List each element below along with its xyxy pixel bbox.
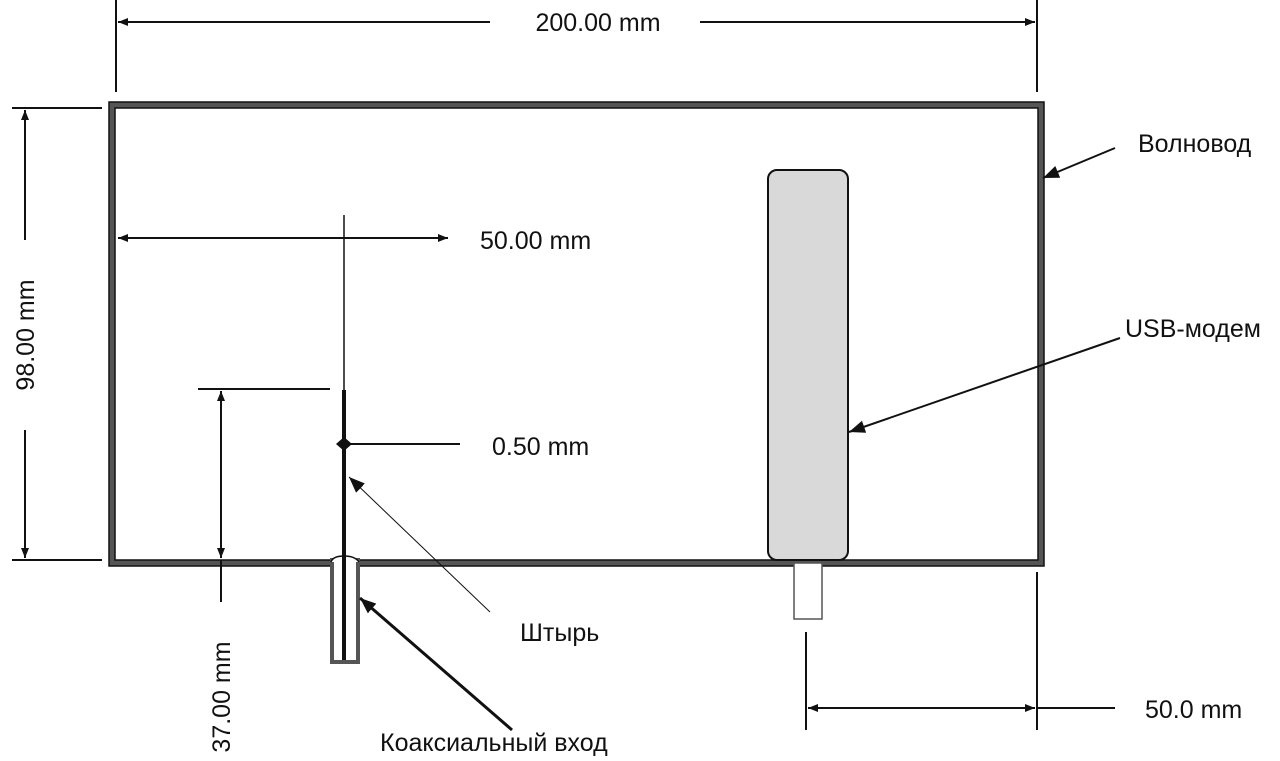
usb-modem-label: USB-модем [1125,315,1261,343]
height-dimension [12,107,102,561]
usb-modem [767,169,849,561]
width-label: 200.00 mm [535,9,660,37]
pin-diameter-label: 0.50 mm [492,433,589,461]
waveguide-wall [109,102,1044,566]
pin-offset-dimension [118,215,448,390]
pin-height-dimension [198,388,330,602]
modem-offset-label: 50.0 mm [1145,696,1242,724]
modem-offset-dimension [805,572,1115,730]
pin-label: Штырь [520,619,599,647]
width-dimension [115,0,1038,92]
coax-label: Коаксиальный вход [380,729,608,757]
usb-plug [793,562,823,620]
pin-height-label: 37.00 mm [208,641,236,752]
pin-offset-label: 50.00 mm [480,227,591,255]
waveguide-label: Волновод [1138,130,1252,158]
height-label: 98.00 mm [12,279,40,390]
